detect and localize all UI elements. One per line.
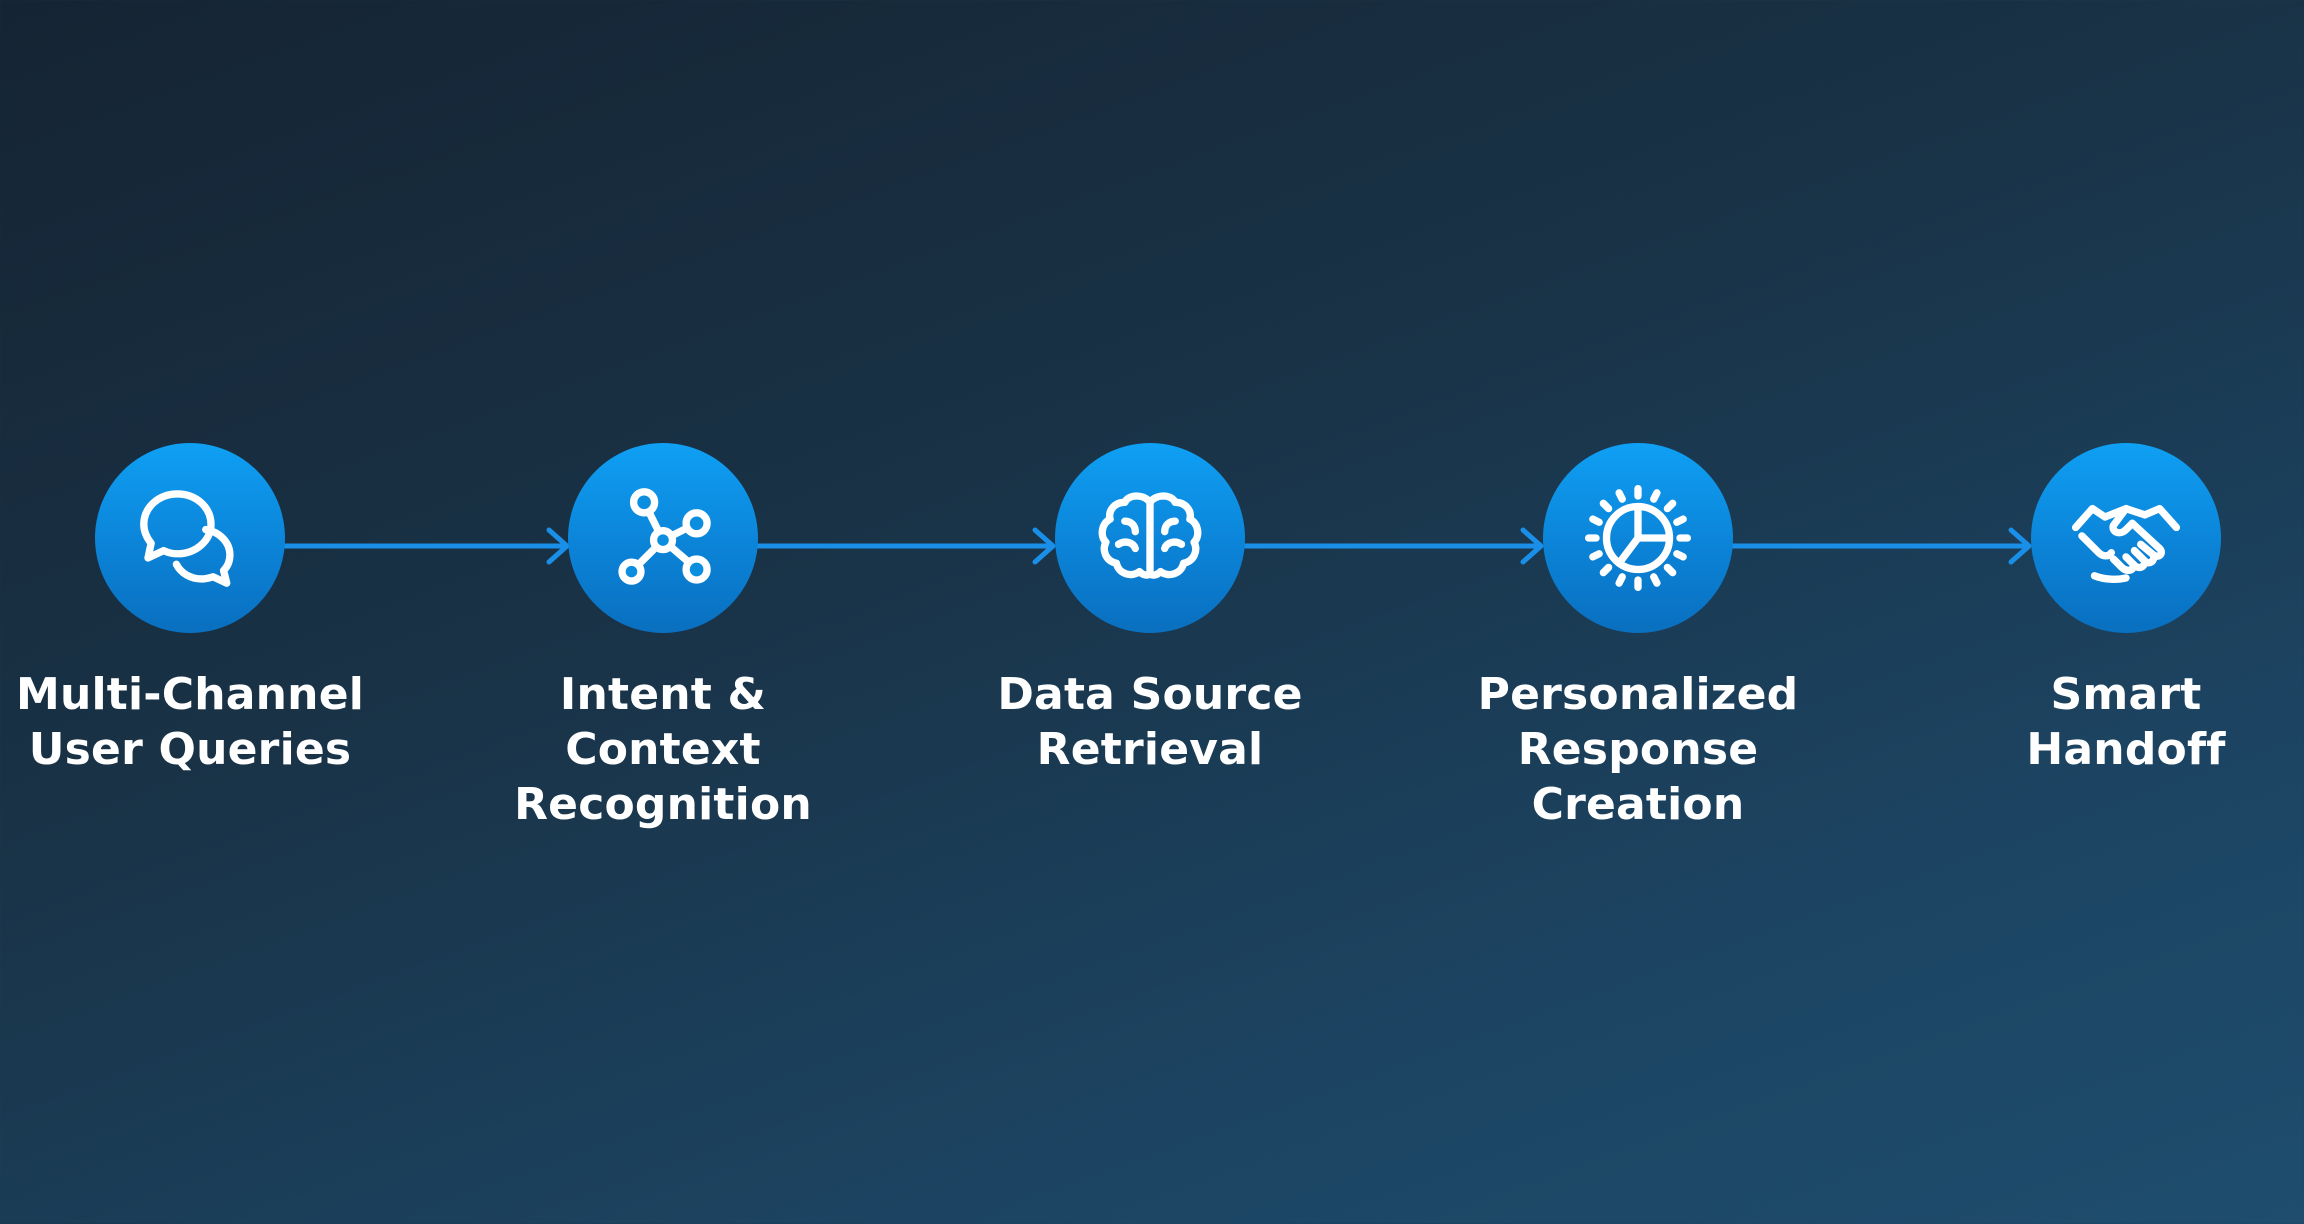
step-icon-circle [95,443,285,633]
step-label-line: Personalized [1477,669,1799,720]
step-smart-handoff: Smart Handoff [1916,443,2304,777]
step-label-line: Intent & [559,669,767,720]
step-label: Personalized Response Creation [1478,667,1799,832]
step-data-source-retrieval: Data Source Retrieval [940,443,1360,777]
step-label-line: Smart [2050,669,2202,720]
step-label-line: Data Source [997,669,1303,720]
step-label-line: Context [565,724,761,775]
gear-segments-icon [1584,484,1692,592]
step-label-line: Retrieval [1036,724,1264,775]
brain-icon [1098,492,1202,579]
step-label: Multi-Channel User Queries [16,667,364,777]
step-label: Intent & Context Recognition [514,667,812,832]
step-icon-circle [1055,443,1245,633]
step-label-line: Recognition [514,779,812,830]
step-multi-channel-user-queries: Multi-Channel User Queries [0,443,400,777]
step-label-line: Creation [1531,779,1745,830]
step-intent-context-recognition: Intent & Context Recognition [453,443,873,832]
step-personalized-response-creation: Personalized Response Creation [1428,443,1848,832]
step-label-line: User Queries [28,724,352,775]
step-icon-circle [2031,443,2221,633]
network-nodes-icon [618,488,711,585]
step-label: Data Source Retrieval [997,667,1302,777]
handshake-icon [2071,504,2181,583]
chat-bubbles-icon [140,490,234,587]
step-icon-circle [1543,443,1733,633]
step-label-line: Response [1517,724,1759,775]
step-icon-circle [568,443,758,633]
step-label-line: Handoff [2026,724,2226,775]
step-label: Smart Handoff [2026,667,2225,777]
step-label-line: Multi-Channel [15,669,365,720]
